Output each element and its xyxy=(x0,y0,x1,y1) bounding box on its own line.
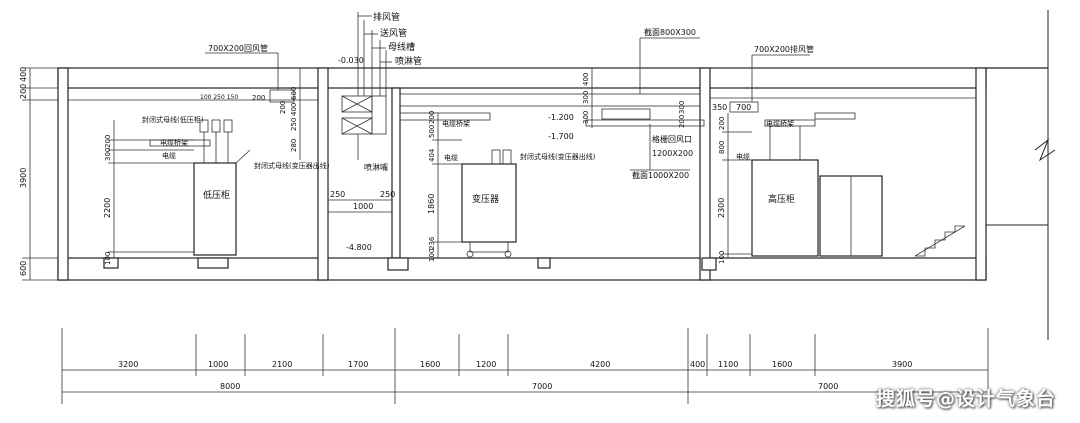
label-cable-3: 电缆 xyxy=(736,152,750,161)
label-exhaust-right: 700X200排风管 xyxy=(754,44,814,54)
label-lv-cabinet: 低压柜 xyxy=(203,189,230,201)
label-grille-size: 1200X200 xyxy=(652,149,693,158)
svg-text:300: 300 xyxy=(104,148,112,161)
svg-text:200: 200 xyxy=(279,101,287,114)
label-el-1700: -1.700 xyxy=(548,132,574,141)
svg-text:100: 100 xyxy=(104,252,112,265)
dim-bottom-2: 1000 xyxy=(208,360,228,369)
bottom-dim-labels: 3200 1000 2100 1700 1600 1200 4200 400 1… xyxy=(118,360,912,391)
label-supply-pipe: 送风管 xyxy=(380,27,407,39)
label-transformer: 变压器 xyxy=(472,193,499,205)
label-return-duct: 700X200回风管 xyxy=(208,43,268,53)
label-cable-1: 电缆 xyxy=(162,151,176,160)
label-dim-1000: 1000 xyxy=(353,202,373,211)
dim-total-1: 8000 xyxy=(220,382,240,391)
label-dim-700: 700 xyxy=(736,103,751,112)
dim-bottom-7: 4200 xyxy=(590,360,610,369)
dim-bottom-1: 3200 xyxy=(118,360,138,369)
svg-text:2300: 2300 xyxy=(717,198,726,218)
label-exhaust-pipe: 排风管 xyxy=(373,11,400,23)
label-dim-200-box: 200 xyxy=(252,94,265,102)
label-hv-cabinet: 高压柜 xyxy=(768,193,795,205)
label-nozzle: 喷淋嘴 xyxy=(364,162,388,172)
svg-text:200: 200 xyxy=(428,111,436,124)
label-cable-tray-3: 电缆桥架 xyxy=(766,119,794,128)
transformer xyxy=(461,163,517,243)
svg-text:200: 200 xyxy=(678,115,686,128)
building-structure xyxy=(57,10,1056,340)
dim-bottom-11: 3900 xyxy=(892,360,912,369)
label-dim-250b: 250 xyxy=(380,190,395,199)
svg-text:500: 500 xyxy=(428,125,436,138)
svg-text:600: 600 xyxy=(290,87,298,100)
dimension-lines xyxy=(22,67,989,404)
leader-lines xyxy=(205,15,810,171)
svg-text:236: 236 xyxy=(428,236,436,250)
dim-bottom-9: 1100 xyxy=(718,360,738,369)
dim-bottom-6: 1200 xyxy=(476,360,496,369)
label-dim-250a: 250 xyxy=(330,190,345,199)
dim-total-3: 7000 xyxy=(818,382,838,391)
label-busway-transformer-left: 封闭式母线(变压器出线) xyxy=(254,161,330,170)
vertical-dim-labels: 200 400 3900 600 200 300 2200 100 600 40… xyxy=(19,67,726,276)
label-cable-tray-2: 电缆桥架 xyxy=(442,119,470,128)
svg-text:404: 404 xyxy=(428,148,436,162)
svg-text:100: 100 xyxy=(428,249,436,262)
dim-bottom-8: 400 xyxy=(690,360,705,369)
svg-text:200: 200 xyxy=(104,135,112,148)
label-nozzle-pipe: 喷淋管 xyxy=(395,55,422,67)
svg-text:400: 400 xyxy=(582,73,590,86)
label-el-top: -0.030 xyxy=(338,56,364,65)
label-cable-tray-1: 电缆桥架 xyxy=(160,138,188,147)
svg-text:600: 600 xyxy=(19,261,28,276)
label-small-dims: 100 250 150 xyxy=(200,94,238,101)
svg-text:400: 400 xyxy=(19,67,28,82)
mep-ducts xyxy=(149,12,856,160)
svg-text:200: 200 xyxy=(19,84,28,99)
dim-bottom-5: 1600 xyxy=(420,360,440,369)
hv-cabinet xyxy=(751,159,819,257)
svg-text:1860: 1860 xyxy=(427,194,436,214)
dim-bottom-3: 2100 xyxy=(272,360,292,369)
dim-bottom-4: 1700 xyxy=(348,360,368,369)
label-busway-low: 封闭式母线(低压柜) xyxy=(142,115,204,124)
label-dim-350: 350 xyxy=(712,103,727,112)
annotation-labels: 排风管 送风管 母线槽 喷淋管 700X200回风管 700X200排风管 截面… xyxy=(142,11,814,252)
svg-text:300: 300 xyxy=(678,101,686,114)
svg-text:280: 280 xyxy=(290,139,298,152)
watermark: 搜狐号@设计气象台 xyxy=(875,388,1056,410)
label-grille-return: 格栅回风口 xyxy=(652,134,692,144)
svg-text:300: 300 xyxy=(582,91,590,104)
svg-text:300: 300 xyxy=(582,111,590,124)
svg-text:3900: 3900 xyxy=(19,168,28,188)
svg-text:2200: 2200 xyxy=(103,198,112,218)
label-section-1000x200: 截面1000X200 xyxy=(632,170,689,180)
label-busbar-trough: 母线槽 xyxy=(388,41,415,53)
equipment xyxy=(193,119,883,258)
svg-text:400: 400 xyxy=(290,103,298,116)
dim-total-2: 7000 xyxy=(532,382,552,391)
label-busway-transformer-right: 封闭式母线(变压器出线) xyxy=(520,152,596,161)
lv-cabinet xyxy=(193,162,237,256)
label-cable-2: 电缆 xyxy=(444,153,458,162)
label-section-800x300: 截面800X300 xyxy=(644,27,696,37)
svg-text:800: 800 xyxy=(718,141,726,154)
label-el-1200: -1.200 xyxy=(548,113,574,122)
dim-bottom-10: 1600 xyxy=(772,360,792,369)
svg-text:200: 200 xyxy=(718,117,726,130)
label-el-4800: -4.800 xyxy=(346,243,372,252)
svg-text:100: 100 xyxy=(718,251,726,264)
svg-text:250: 250 xyxy=(290,118,298,131)
